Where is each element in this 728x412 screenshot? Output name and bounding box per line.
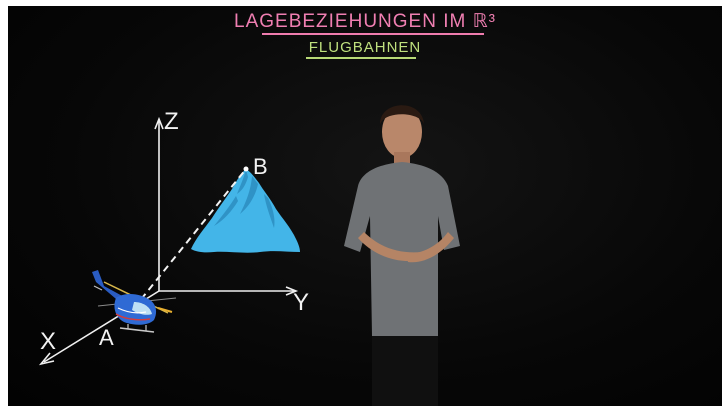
subtitle-underline xyxy=(306,57,416,59)
axis-label-x: X xyxy=(40,328,57,355)
helicopter-icon xyxy=(92,270,177,333)
helicopter-skid xyxy=(119,327,155,333)
mountain-shadow xyxy=(264,194,275,228)
point-label-b: B xyxy=(253,154,268,179)
x-axis-arrow xyxy=(38,352,55,366)
flight-path xyxy=(125,168,247,319)
mountain-shadow xyxy=(214,196,238,226)
presenter-arm xyxy=(406,232,454,263)
coordinate-diagram xyxy=(38,105,460,406)
presenter-arm xyxy=(358,232,422,262)
axis-label-z: Z xyxy=(164,108,179,135)
helicopter-cockpit xyxy=(132,302,152,315)
page-subtitle: FLUGBAHNEN xyxy=(308,39,422,56)
presenter-hair xyxy=(380,105,424,124)
presenter-head xyxy=(382,106,422,158)
mountain-shadow xyxy=(240,176,258,214)
mountain-shadow xyxy=(237,169,248,194)
mountain-shape xyxy=(191,169,300,253)
presenter-figure xyxy=(344,105,460,406)
helicopter-nose-light xyxy=(157,307,173,313)
mountain-icon xyxy=(191,169,300,253)
page-title: LAGEBEZIEHUNGEN IM ℝ³ xyxy=(234,11,496,32)
video-frame: LAGEBEZIEHUNGEN IM ℝ³ FLUGBAHNEN xyxy=(8,6,722,406)
point-label-a: A xyxy=(99,325,114,350)
y-axis-arrow xyxy=(285,286,299,296)
helicopter-tail-rotor xyxy=(93,285,103,291)
axis-label-y: Y xyxy=(293,289,310,316)
z-axis-arrow xyxy=(154,116,164,130)
helicopter-tail xyxy=(92,270,126,304)
presenter-shirt xyxy=(344,162,460,336)
point-b-marker xyxy=(243,166,249,172)
helicopter-stripe xyxy=(115,313,151,321)
helicopter-stripe xyxy=(117,307,147,314)
title-underline xyxy=(262,33,484,35)
presenter-trousers xyxy=(372,336,438,406)
